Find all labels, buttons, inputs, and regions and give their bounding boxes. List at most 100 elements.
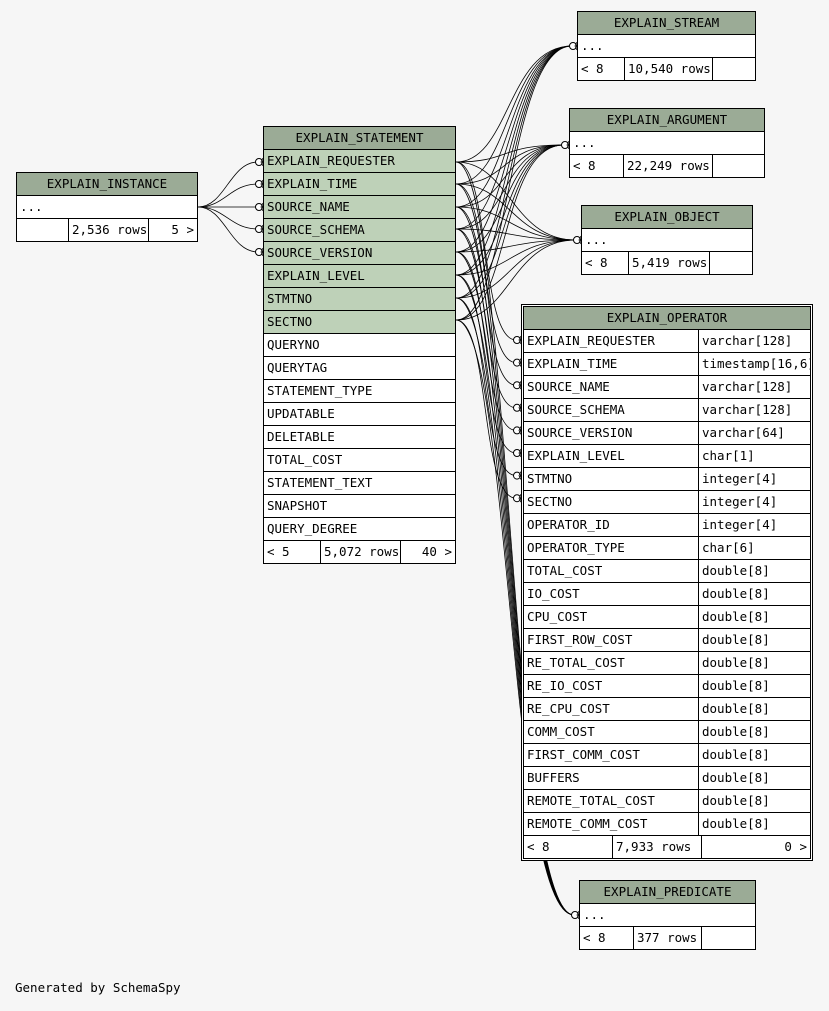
column-name: CPU_COST — [527, 609, 588, 624]
column-row[interactable]: SNAPSHOT — [264, 495, 455, 518]
child-count[interactable] — [710, 252, 752, 274]
table-explain-stream[interactable]: EXPLAIN_STREAM ... < 8 10,540 rows — [577, 11, 756, 81]
child-count[interactable] — [702, 927, 755, 949]
column-type: varchar[64] — [698, 422, 810, 444]
column-name: OPERATOR_ID — [527, 517, 610, 532]
table-title[interactable]: EXPLAIN_OPERATOR — [524, 307, 810, 330]
relationship-line — [455, 45, 573, 276]
relationship-line — [455, 161, 577, 241]
child-count[interactable] — [713, 155, 764, 177]
column-name: SOURCE_SCHEMA — [267, 222, 365, 237]
relationship-line — [455, 144, 565, 321]
parent-count[interactable]: < 8 — [570, 155, 624, 177]
parent-count[interactable] — [17, 219, 69, 241]
parent-count[interactable]: < 8 — [578, 58, 625, 80]
crowfoot-marker — [518, 494, 522, 503]
relationship-line — [455, 161, 517, 341]
column-row[interactable]: QUERY_DEGREE — [264, 518, 455, 541]
parent-count[interactable]: < 8 — [580, 927, 634, 949]
table-explain-predicate[interactable]: EXPLAIN_PREDICATE ... < 8 377 rows — [579, 880, 756, 950]
column-type: double[8] — [698, 652, 810, 674]
column-row[interactable]: EXPLAIN_TIME — [264, 173, 455, 196]
table-explain-argument[interactable]: EXPLAIN_ARGUMENT ... < 8 22,249 rows — [569, 108, 765, 178]
table-title[interactable]: EXPLAIN_OBJECT — [582, 206, 752, 229]
column-row[interactable]: SECTNO — [264, 311, 455, 334]
table-title[interactable]: EXPLAIN_INSTANCE — [17, 173, 197, 196]
table-explain-instance[interactable]: EXPLAIN_INSTANCE ... 2,536 rows 5 > — [16, 172, 198, 242]
relationship-line — [455, 45, 573, 321]
column-row[interactable]: QUERYTAG — [264, 357, 455, 380]
collapsed-columns: ... — [578, 35, 755, 58]
column-row[interactable]: EXPLAIN_LEVEL — [264, 265, 455, 288]
relationship-line — [455, 144, 565, 299]
column-name: REMOTE_TOTAL_COST — [527, 793, 655, 808]
column-type: double[8] — [698, 790, 810, 812]
crowfoot-marker — [518, 471, 522, 480]
cardinality-marker — [513, 336, 521, 344]
child-count[interactable]: 40 > — [421, 544, 452, 559]
parent-count[interactable]: < 8 — [524, 836, 613, 858]
column-row[interactable]: STMTNO — [264, 288, 455, 311]
column-row[interactable]: UPDATABLE — [264, 403, 455, 426]
parent-count[interactable]: < 8 — [582, 252, 629, 274]
column-row[interactable]: EXPLAIN_REQUESTER — [264, 150, 455, 173]
column-row[interactable]: REMOTE_TOTAL_COST double[8] — [524, 790, 810, 813]
relationship-line — [455, 45, 573, 253]
child-count[interactable] — [713, 58, 755, 80]
parent-count[interactable]: < 5 — [264, 541, 321, 563]
row-count: 377 rows — [634, 927, 702, 949]
cardinality-marker — [255, 225, 263, 233]
child-count[interactable]: 5 > — [171, 222, 194, 237]
cardinality-marker — [513, 403, 521, 412]
column-row[interactable]: SOURCE_NAME — [264, 196, 455, 219]
column-type: double[8] — [698, 721, 810, 743]
column-row[interactable]: QUERYNO — [264, 334, 455, 357]
table-title[interactable]: EXPLAIN_STREAM — [578, 12, 755, 35]
table-title[interactable]: EXPLAIN_ARGUMENT — [570, 109, 764, 132]
column-row[interactable]: STATEMENT_TEXT — [264, 472, 455, 495]
row-count: 22,249 rows — [624, 155, 713, 177]
cardinality-marker — [513, 449, 521, 457]
relationship-line — [455, 239, 577, 299]
relationship-line — [455, 144, 565, 208]
crowfoot-marker — [574, 41, 578, 51]
column-row[interactable]: TOTAL_COST — [264, 449, 455, 472]
column-name: SOURCE_NAME — [527, 379, 610, 394]
table-title[interactable]: EXPLAIN_PREDICATE — [580, 881, 755, 904]
relationship-line — [455, 45, 573, 230]
column-row[interactable]: SOURCE_SCHEMA — [264, 219, 455, 242]
column-row[interactable]: SOURCE_VERSION — [264, 242, 455, 265]
table-explain-object[interactable]: EXPLAIN_OBJECT ... < 8 5,419 rows — [581, 205, 753, 275]
child-count[interactable]: 0 > — [784, 839, 807, 854]
column-name: EXPLAIN_LEVEL — [267, 268, 365, 283]
column-row[interactable]: DELETABLE — [264, 426, 455, 449]
column-row[interactable]: STATEMENT_TYPE — [264, 380, 455, 403]
table-title[interactable]: EXPLAIN_STATEMENT — [264, 127, 455, 150]
collapsed-columns: ... — [582, 229, 752, 252]
column-name: STMTNO — [527, 471, 573, 486]
